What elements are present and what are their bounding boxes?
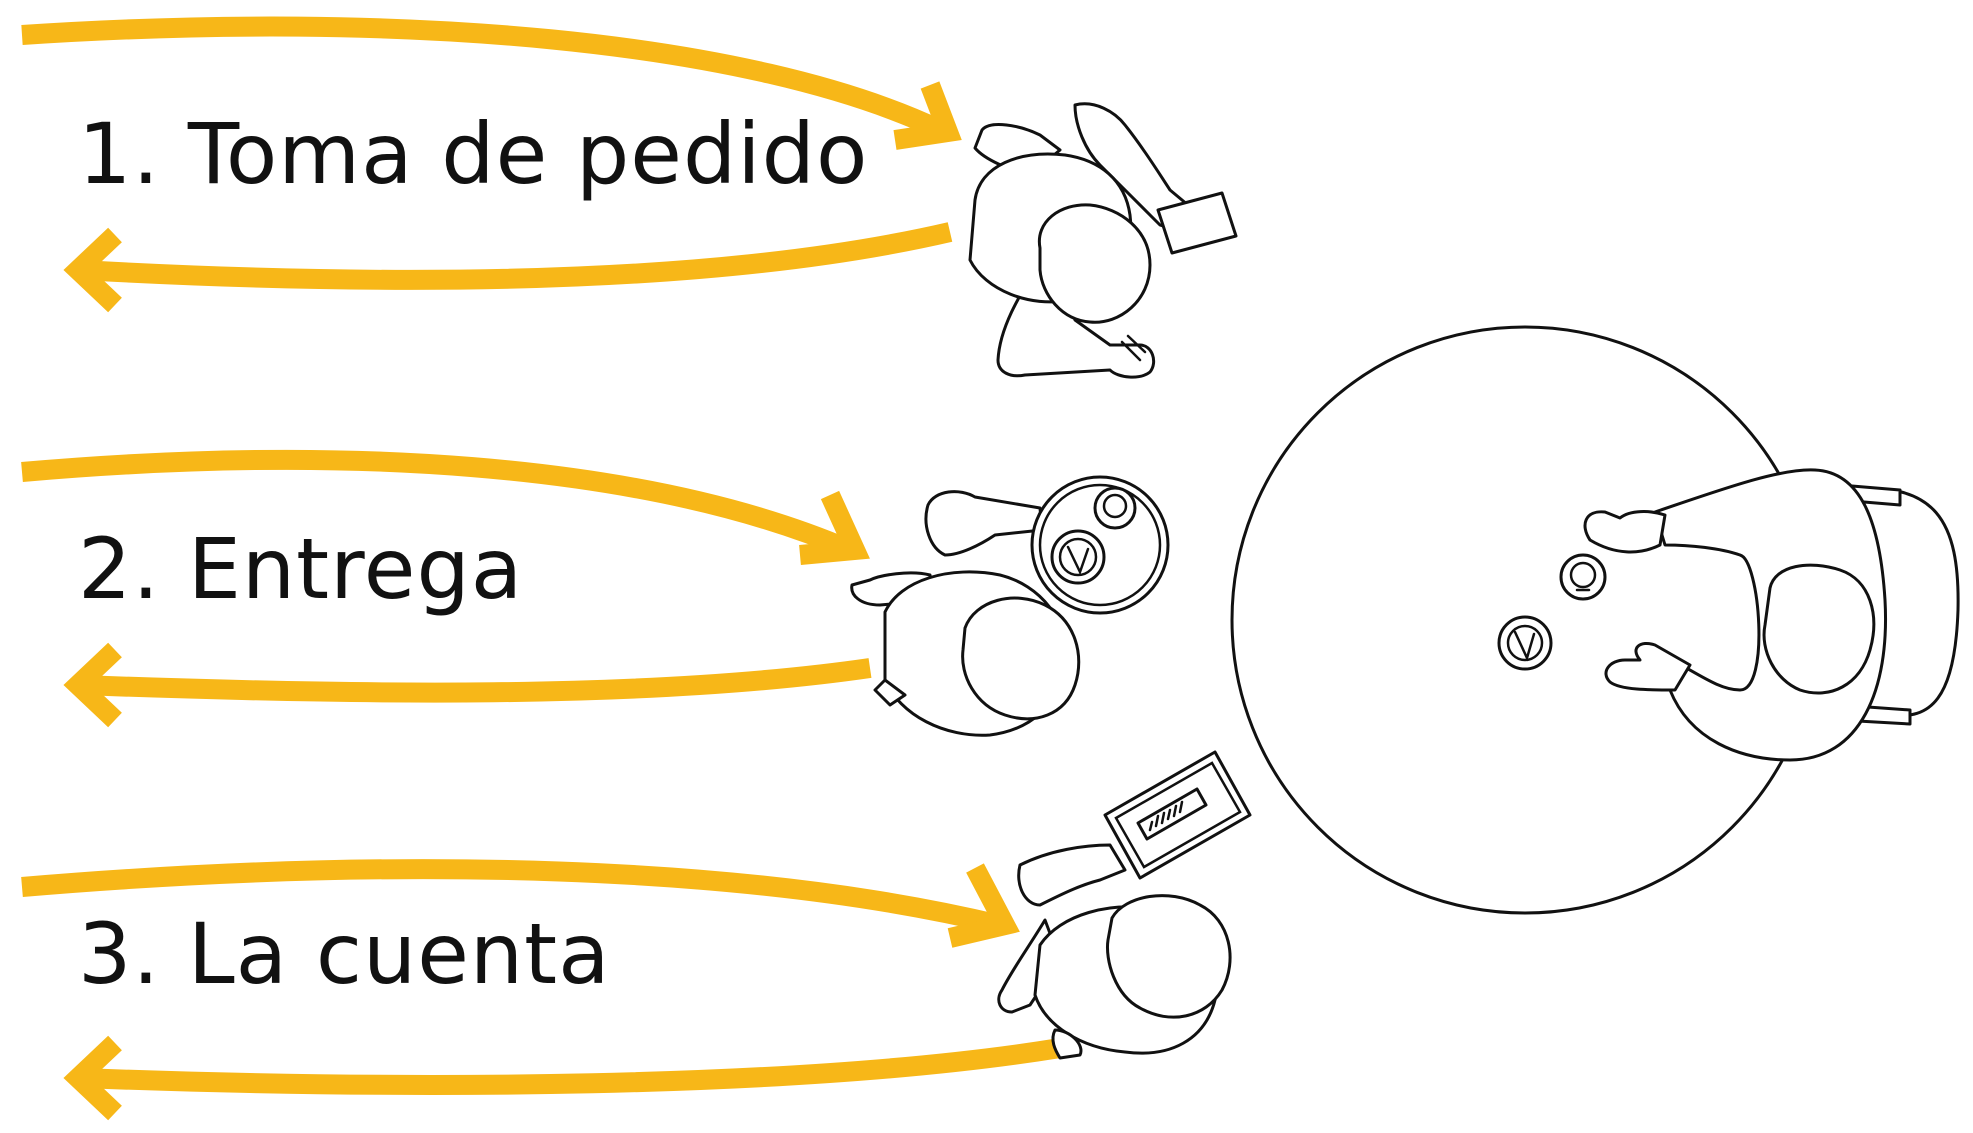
arrow-2-outgoing	[21, 449, 854, 560]
order-notepad-icon	[1156, 191, 1238, 255]
customer-icon	[1583, 468, 1960, 762]
arrow-3-return-head	[63, 1035, 122, 1121]
arrow-2-outgoing-head	[799, 490, 870, 565]
arrow-3-outgoing-head	[947, 863, 1020, 948]
round-table-icon	[1230, 325, 1820, 915]
coffee-cup-icon	[1559, 553, 1607, 601]
arrow-3-return	[79, 1038, 1062, 1095]
bill-tray-icon	[1103, 750, 1252, 880]
coffee-cup-icon	[1497, 615, 1553, 671]
waiter-icon	[968, 102, 1238, 379]
arrow-2-return-head	[63, 642, 122, 728]
arrow-1-outgoing-head	[893, 81, 962, 150]
arrow-1-return	[79, 222, 953, 290]
arrow-3-outgoing	[21, 859, 1003, 935]
arrow-2-return	[79, 658, 872, 703]
step-2-label: 2. Entrega	[78, 520, 524, 618]
waiter-icon	[997, 750, 1252, 1060]
waiter-icon	[850, 475, 1170, 737]
step-3-label: 3. La cuenta	[78, 905, 611, 1003]
arrows	[21, 16, 1062, 1121]
arrow-1-return-head	[63, 227, 122, 313]
step-1-label: 1. Toma de pedido	[78, 105, 869, 203]
arrow-1-outgoing	[21, 16, 945, 140]
serving-tray-icon	[1030, 475, 1170, 615]
